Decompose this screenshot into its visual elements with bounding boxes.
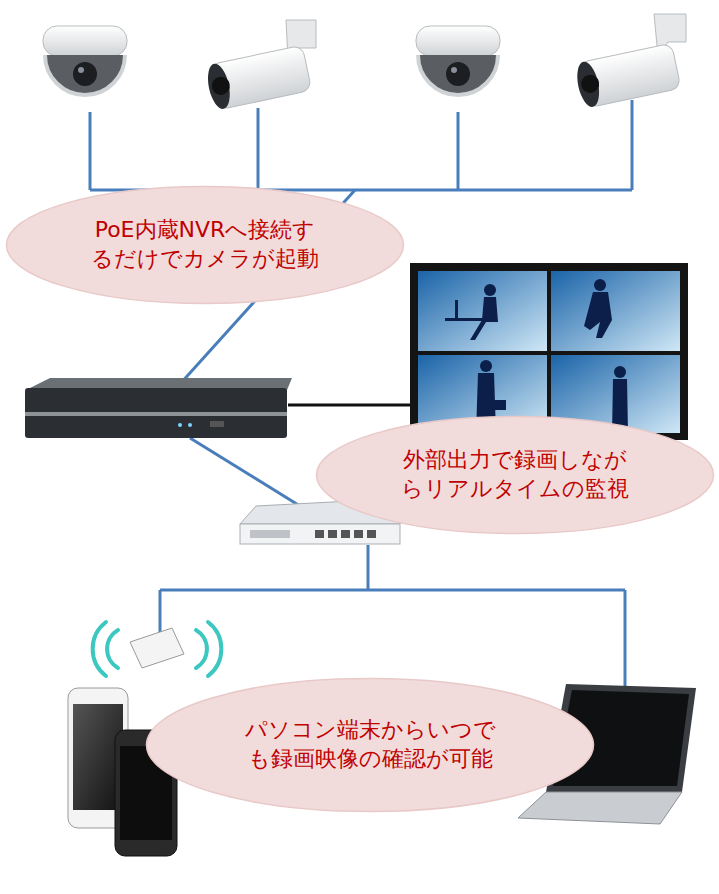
switch-panel <box>250 530 290 538</box>
switch-port <box>328 530 337 538</box>
cable <box>624 590 627 688</box>
switch-port <box>367 530 376 538</box>
callout-text: 外部出力で録画しなが らリアルタイムの監視 <box>382 446 649 503</box>
switch-front <box>240 524 400 544</box>
silhouettes <box>445 279 628 433</box>
dome-camera <box>416 26 500 95</box>
video-cable <box>288 404 412 407</box>
cable <box>89 112 92 190</box>
callout-text: パソコン端末からいつで も録画映像の確認が可能 <box>224 716 516 773</box>
bullet-camera <box>574 14 686 109</box>
cable <box>159 590 162 632</box>
ellipse-outline <box>5 185 405 305</box>
ellipse-fill <box>317 417 714 534</box>
cable <box>257 108 260 190</box>
camera-lens <box>579 73 600 94</box>
cable <box>190 438 300 506</box>
ellipse-fill <box>147 679 594 812</box>
camera-front <box>204 62 233 111</box>
ellipse-outline <box>315 415 715 535</box>
cable <box>160 589 625 592</box>
callout-text: PoE内蔵NVRへ接続す るだけでカメラが起動 <box>73 216 338 273</box>
cable <box>631 100 634 190</box>
cable <box>367 545 370 590</box>
dome-camera <box>43 26 127 95</box>
nvr-port <box>210 421 224 427</box>
cable <box>457 112 460 190</box>
ellipse-outline <box>145 677 595 813</box>
camera-lens <box>446 62 470 86</box>
video-pane <box>551 271 680 351</box>
camera-front <box>574 60 603 109</box>
monitor-frame <box>410 263 688 440</box>
lens-glint <box>451 67 457 73</box>
nvr-recorder <box>25 378 292 438</box>
callout-ellipse: パソコン端末からいつで も録画映像の確認が可能 <box>145 677 595 813</box>
camera-lens <box>73 62 97 86</box>
lens-glint <box>78 67 84 73</box>
bullet-camera <box>204 20 316 111</box>
ellipse-fill <box>7 187 404 304</box>
nvr-front <box>25 388 287 438</box>
camera-dome <box>45 55 125 95</box>
video-pane <box>418 271 547 351</box>
switch-port <box>354 530 363 538</box>
nvr-led <box>178 423 182 427</box>
camera-lens <box>210 75 231 96</box>
camera-ring <box>45 55 125 95</box>
switch-port <box>315 530 324 538</box>
laptop-base <box>518 792 682 824</box>
camera-dome <box>418 55 498 95</box>
camera-body <box>43 26 127 56</box>
callout-ellipse: 外部出力で録画しなが らリアルタイムの監視 <box>315 415 715 535</box>
ap-body <box>130 628 184 668</box>
monitor <box>410 263 688 440</box>
camera-body <box>416 26 500 56</box>
nvr-led <box>188 423 192 427</box>
callout-ellipse: PoE内蔵NVRへ接続す るだけでカメラが起動 <box>5 185 405 305</box>
access-point <box>93 622 222 676</box>
nvr-strip <box>25 412 287 416</box>
wifi-waves <box>93 622 222 676</box>
switch-port <box>341 530 350 538</box>
camera-ring <box>418 55 498 95</box>
